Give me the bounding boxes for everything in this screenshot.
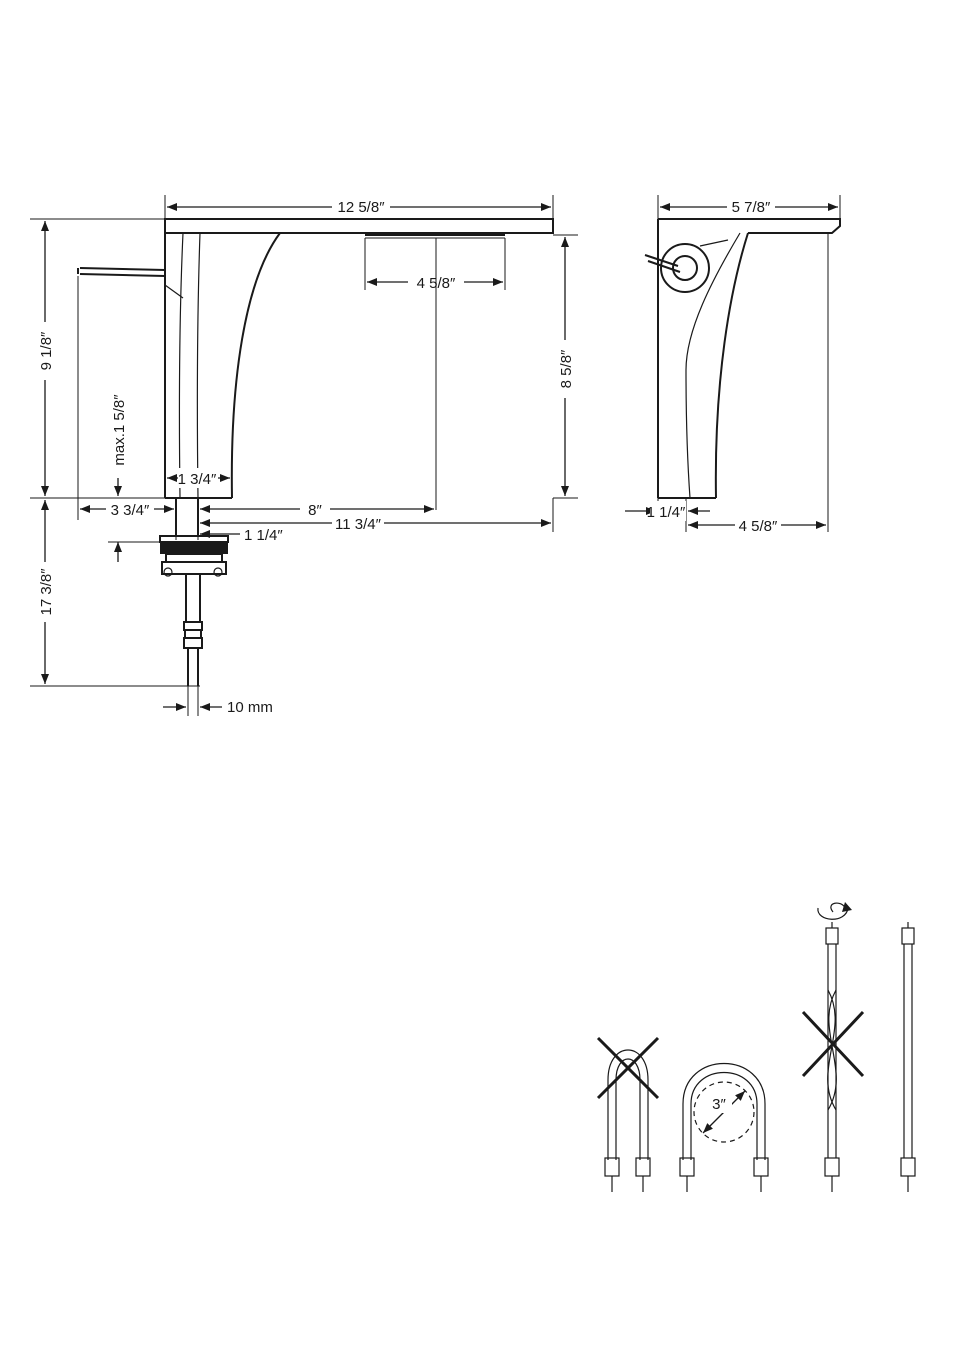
spout-curve xyxy=(232,233,280,498)
lever-handle xyxy=(80,268,165,270)
hose-straight-correct xyxy=(901,922,915,1192)
spout-top-plate xyxy=(165,219,553,233)
overall-width-label: 12 5/8″ xyxy=(337,199,385,216)
front-view-faucet xyxy=(78,219,553,686)
spout-reach-label: 8″ xyxy=(308,502,322,519)
max-deck-thickness-label: max.1 5/8″ xyxy=(111,394,128,466)
hose-guide: 3″ xyxy=(598,902,915,1192)
min-bend-radius-label: 3″ xyxy=(712,1096,726,1113)
hose-diameter-label: 10 mm xyxy=(227,699,273,716)
mounting-shank xyxy=(176,498,198,536)
hose-correct-bend: 3″ xyxy=(680,1064,768,1193)
side-reach-label: 4 5/8″ xyxy=(739,518,778,535)
total-depth-label: 11 3/4″ xyxy=(335,516,382,533)
shank-width-label: 1 1/4″ xyxy=(244,527,283,544)
spout-height-label: 8 5/8″ xyxy=(558,349,575,388)
hose-length-label: 17 3/8″ xyxy=(38,568,55,616)
side-view-faucet xyxy=(645,219,840,498)
base-width-label: 1 3/4″ xyxy=(178,471,217,488)
overall-height-label: 9 1/8″ xyxy=(38,331,55,370)
hose-twisted-wrong xyxy=(803,902,863,1192)
side-width-label: 5 7/8″ xyxy=(732,199,771,216)
side-base-width-label: 1 1/4″ xyxy=(647,504,686,521)
hose-tight-bend-wrong xyxy=(598,1038,658,1192)
handle-reach-label: 3 3/4″ xyxy=(111,502,150,519)
front-view-dimensions: 12 5/8″ 4 5/8″ 9 1/8″ 8 5/8″ max.1 5/8″ … xyxy=(30,195,578,716)
